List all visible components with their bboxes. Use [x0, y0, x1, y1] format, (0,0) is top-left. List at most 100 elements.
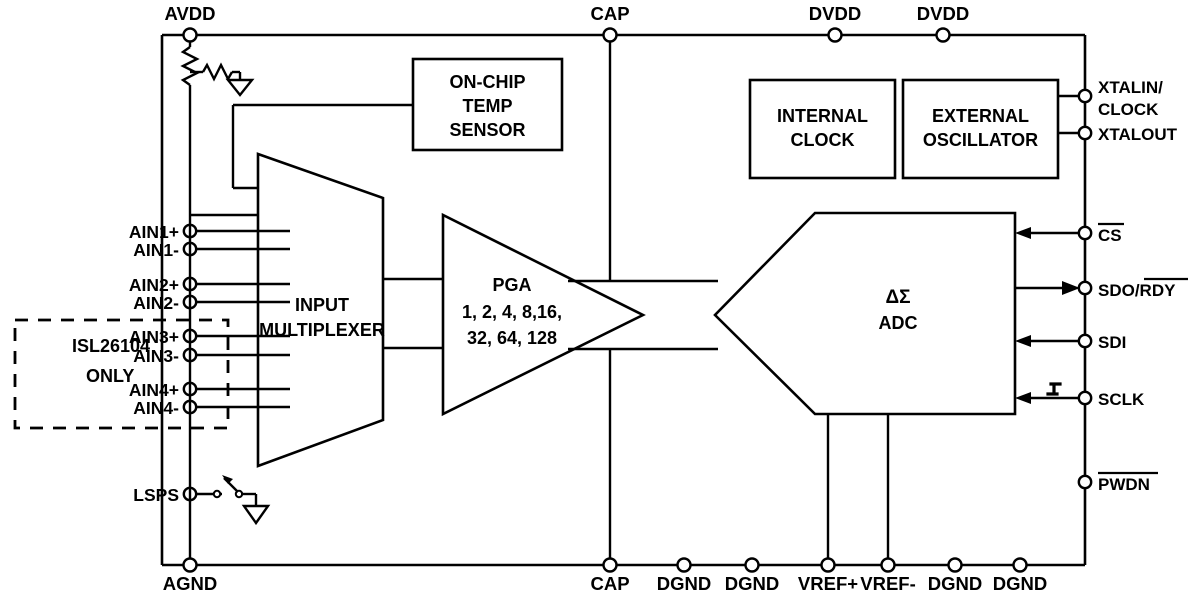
top-pins: AVDD CAP DVDD DVDD: [164, 3, 969, 43]
right-pins: XTALIN/ CLOCK XTALOUT CS SDO/RDY: [1015, 78, 1188, 494]
pin-DGND-4-pad[interactable]: [1012, 557, 1028, 573]
pin-AGND-pad[interactable]: [182, 557, 198, 573]
pin-XTALOUT-pad[interactable]: [1077, 125, 1093, 141]
pin-AVDD-pad[interactable]: [182, 27, 198, 43]
pin-DGND-2-label: DGND: [725, 573, 779, 594]
bottom-pins: AGND CAP DGND DGND VREF+ VREF- DGND DGN: [163, 557, 1047, 595]
ground-symbol-lsps: [241, 504, 271, 526]
pin-XTALIN-pad[interactable]: [1077, 88, 1093, 104]
pin-AGND[interactable]: AGND: [163, 557, 217, 595]
pin-DGND-2[interactable]: DGND: [725, 557, 779, 595]
pin-VREFM-label: VREF-: [860, 573, 916, 594]
pin-CS-label: CS: [1098, 226, 1122, 245]
pin-DGND-3[interactable]: DGND: [928, 557, 982, 595]
pin-SCLK-label: SCLK: [1098, 390, 1145, 409]
internal-clock-label-line1: INTERNAL: [777, 106, 868, 126]
pin-VREFM[interactable]: VREF-: [860, 557, 916, 595]
isl26104-only-label-line1: ISL26104: [72, 336, 150, 356]
pin-DGND-1-label: DGND: [657, 573, 711, 594]
pin-DGND-1[interactable]: DGND: [657, 557, 711, 595]
pin-CAP-top-label: CAP: [590, 3, 629, 24]
pga-shape: [441, 212, 646, 417]
pin-SDI-pad[interactable]: [1077, 333, 1093, 349]
lsps-switch[interactable]: [212, 475, 271, 526]
pin-AVDD[interactable]: AVDD: [164, 3, 216, 43]
pin-CS[interactable]: CS: [1015, 222, 1124, 245]
pin-DGND-1-pad[interactable]: [676, 557, 692, 573]
pin-LSPS[interactable]: LSPS: [133, 485, 222, 505]
pin-SCLK[interactable]: SCLK: [1015, 382, 1145, 409]
pin-DGND-3-label: DGND: [928, 573, 982, 594]
pin-AIN1M[interactable]: AIN1-: [133, 240, 290, 260]
input-mux-label-line2: MULTIPLEXER: [259, 320, 385, 340]
pin-SDI-label: SDI: [1098, 333, 1126, 352]
pga-label-line3: 32, 64, 128: [467, 328, 557, 348]
isl26104-only-dashed-box: [13, 318, 230, 430]
pin-DGND-3-pad[interactable]: [947, 557, 963, 573]
pin-CAP-top[interactable]: CAP: [590, 3, 630, 43]
temp-sensor-label-line3: SENSOR: [449, 120, 525, 140]
pin-XTALOUT-label: XTALOUT: [1098, 125, 1178, 144]
pin-SDO-arrowhead: [1062, 281, 1080, 295]
temp-sensor-label-line1: ON-CHIP: [450, 72, 526, 92]
pin-SDO-RDY[interactable]: SDO/RDY: [1015, 277, 1188, 300]
pin-DVDD-2-pad[interactable]: [935, 27, 951, 43]
pin-CS-pad[interactable]: [1077, 225, 1093, 241]
pga-block: PGA 1, 2, 4, 8,16, 32, 64, 128: [441, 212, 646, 417]
pin-SCLK-arrowhead: [1015, 392, 1031, 404]
input-mux-label-line1: INPUT: [295, 295, 349, 315]
internal-clock-box: [748, 78, 897, 180]
pin-XTALOUT[interactable]: XTALOUT: [1077, 125, 1178, 144]
pin-CAP-top-pad[interactable]: [602, 27, 618, 43]
ground-symbol-avdd: [225, 78, 255, 97]
pin-CAP-bottom-pad[interactable]: [602, 557, 618, 573]
resistor-vertical: [180, 46, 200, 86]
pin-CAP-bottom[interactable]: CAP: [590, 557, 630, 595]
pin-AIN4P-label: AIN4+: [129, 380, 179, 400]
pin-LSPS-label: LSPS: [133, 485, 179, 505]
pin-XTALIN-label-line2: CLOCK: [1098, 100, 1159, 119]
pin-VREFP-pad[interactable]: [820, 557, 836, 573]
pga-to-adc-wires: [568, 279, 718, 351]
isl26104-only-region: ISL26104 ONLY: [13, 318, 230, 430]
pin-AIN2M[interactable]: AIN2-: [133, 293, 290, 313]
pin-AIN3M[interactable]: AIN3-: [133, 346, 290, 366]
pin-SDO-RDY-pad[interactable]: [1077, 280, 1093, 296]
temp-sensor-box: [411, 57, 564, 152]
pin-DVDD-2[interactable]: DVDD: [917, 3, 969, 43]
pin-AIN2P-label: AIN2+: [129, 275, 179, 295]
input-multiplexer-block: INPUT MULTIPLEXER: [256, 152, 385, 468]
pin-PWDN[interactable]: PWDN: [1077, 471, 1158, 494]
pga-label-line2: 1, 2, 4, 8,16,: [462, 302, 562, 322]
pin-DVDD-1-label: DVDD: [809, 3, 861, 24]
pin-SDO-RDY-label: SDO/RDY: [1098, 281, 1176, 300]
pin-DVDD-2-label: DVDD: [917, 3, 969, 24]
pin-DGND-2-pad[interactable]: [744, 557, 760, 573]
pin-AVDD-label: AVDD: [164, 3, 215, 24]
adc-shape: [713, 211, 1017, 416]
pin-DVDD-1-pad[interactable]: [827, 27, 843, 43]
external-oscillator-label-line2: OSCILLATOR: [923, 130, 1038, 150]
pin-DGND-4[interactable]: DGND: [993, 557, 1047, 595]
delta-sigma-adc-block: ΔΣ ADC: [713, 211, 1017, 416]
pin-DVDD-1[interactable]: DVDD: [809, 3, 861, 43]
pin-XTALIN-CLOCK[interactable]: XTALIN/ CLOCK: [1077, 78, 1163, 119]
schmitt-trigger-icon: [1046, 382, 1062, 396]
adc-label-line1: ΔΣ: [885, 287, 910, 308]
pin-PWDN-label: PWDN: [1098, 475, 1150, 494]
pin-SDI[interactable]: SDI: [1015, 333, 1126, 352]
pin-DGND-4-label: DGND: [993, 573, 1047, 594]
pin-VREFM-pad[interactable]: [880, 557, 896, 573]
pin-AIN4M[interactable]: AIN4-: [133, 398, 290, 418]
pin-SCLK-pad[interactable]: [1077, 390, 1093, 406]
pin-VREFP[interactable]: VREF+: [798, 557, 858, 595]
pin-CAP-bottom-label: CAP: [590, 573, 629, 594]
pin-PWDN-pad[interactable]: [1077, 474, 1093, 490]
pin-AIN4M-label: AIN4-: [133, 398, 179, 418]
on-chip-temp-sensor-block: ON-CHIP TEMP SENSOR: [231, 57, 564, 190]
pin-AIN3P-label: AIN3+: [129, 327, 179, 347]
external-oscillator-block: EXTERNAL OSCILLATOR: [901, 78, 1085, 180]
resistor-horizontal: [201, 62, 234, 82]
